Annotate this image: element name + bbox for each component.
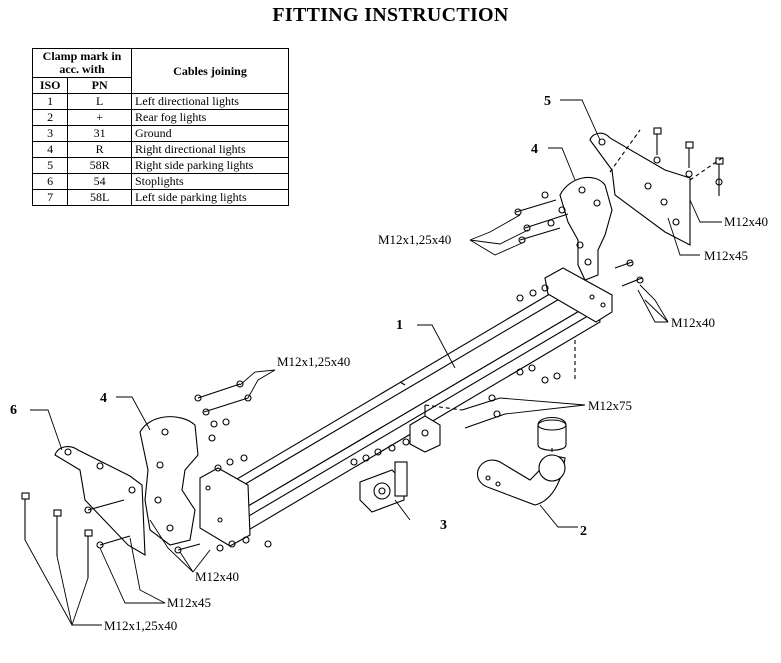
part-number-2: 2 bbox=[580, 524, 587, 539]
right-top-bracket bbox=[589, 132, 691, 246]
bolt-label-right-m12x45: M12x45 bbox=[704, 248, 748, 263]
clamp-mark-header: Clamp mark in acc. with bbox=[32, 48, 132, 78]
bolt-label-right-m12x125x40: M12x1,25x40 bbox=[378, 232, 451, 247]
beam-right-plate bbox=[544, 267, 613, 323]
desc-cell: Right side parking lights bbox=[131, 157, 289, 174]
bolt-group-right-lower bbox=[516, 259, 644, 302]
right-side-bracket bbox=[559, 176, 613, 281]
bolt-group-right-top bbox=[653, 127, 724, 196]
bolt-group-m12x75 bbox=[461, 364, 561, 429]
bolt-group-left-far bbox=[21, 492, 131, 578]
hidden-lines bbox=[424, 129, 723, 455]
tow-ball-assembly bbox=[476, 416, 567, 506]
bolt-label-left-m12x125x40-top: M12x1,25x40 bbox=[277, 354, 350, 369]
left-far-bracket bbox=[54, 446, 146, 556]
callout-leaders bbox=[24, 99, 722, 626]
part-number-3: 3 bbox=[440, 518, 447, 533]
part-number-1: 1 bbox=[396, 318, 403, 333]
bolt-group-left-top bbox=[194, 380, 252, 442]
left-side-bracket bbox=[139, 416, 199, 546]
page-title: FITTING INSTRUCTION bbox=[272, 4, 509, 26]
bolt-label-right-m12x40-mid: M12x40 bbox=[671, 315, 715, 330]
table-row: 2+Rear fog lights bbox=[31, 109, 289, 126]
part-number-4-right: 4 bbox=[531, 142, 538, 157]
bolt-label-left-m12x45: M12x45 bbox=[167, 595, 211, 610]
pn-header: PN bbox=[67, 77, 132, 94]
iso-cell: 7 bbox=[31, 189, 69, 206]
socket-bolts bbox=[350, 438, 410, 466]
iso-cell: 4 bbox=[31, 141, 69, 158]
beam-left-plate bbox=[199, 467, 251, 547]
part-number-4-left: 4 bbox=[100, 391, 107, 406]
pn-cell: 58R bbox=[67, 157, 132, 174]
bolt-label-left-m12x40: M12x40 bbox=[195, 569, 239, 584]
cable-joining-table: Clamp mark in acc. with Cables joining I… bbox=[31, 48, 289, 206]
part-number-5: 5 bbox=[544, 94, 551, 109]
desc-cell: Left side parking lights bbox=[131, 189, 289, 206]
bolt-group-left-mid bbox=[174, 454, 272, 554]
bolt-group-right-side bbox=[514, 191, 569, 244]
bolt-label-right-m12x40-top: M12x40 bbox=[724, 214, 768, 229]
desc-cell: Right directional lights bbox=[131, 141, 289, 158]
bolt-label-left-m12x125x40-bottom: M12x1,25x40 bbox=[104, 618, 177, 633]
ball-receiver-bracket bbox=[409, 405, 441, 453]
part-number-6: 6 bbox=[10, 403, 17, 418]
socket-plate bbox=[359, 461, 408, 513]
bolt-label-m12x75: M12x75 bbox=[588, 398, 632, 413]
